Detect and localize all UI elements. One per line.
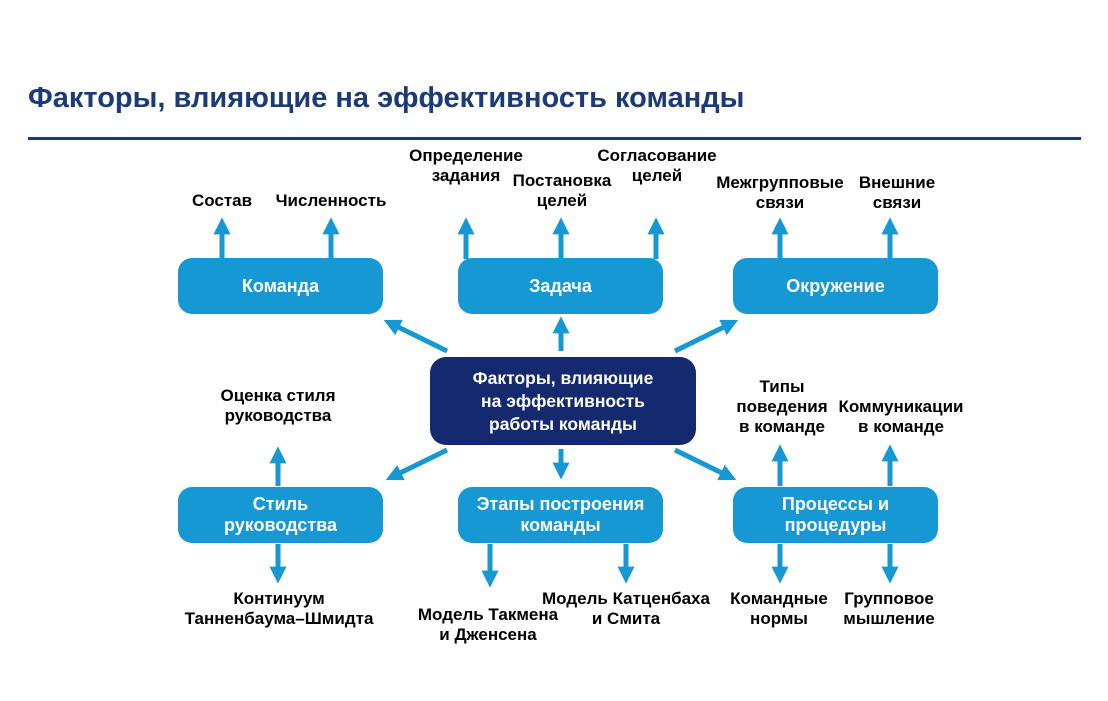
node-team-label: Команда xyxy=(241,275,320,296)
node-task-label: Задача xyxy=(529,275,592,296)
node-environment-label: Окружение xyxy=(786,275,885,296)
node-team-building-stages-label: Этапы построения команды xyxy=(476,494,645,535)
label-kommunikacii: Коммуникации в команде xyxy=(838,397,964,436)
node-team: Команда xyxy=(178,258,383,314)
node-team-building-stages: Этапы построения команды xyxy=(458,487,663,543)
node-central-factors-label: Факторы, влияющие на эффективность работ… xyxy=(472,367,654,434)
label-ocenka-stilya: Оценка стиля руководства xyxy=(220,386,336,425)
node-processes-label: Процессы и процедуры xyxy=(781,494,890,535)
arrow-center-to-environment xyxy=(673,319,739,354)
node-leadership-style-label: Стиль руководства xyxy=(224,494,337,535)
label-komandnye-normy: Командные нормы xyxy=(730,589,828,628)
node-environment: Окружение xyxy=(733,258,938,314)
node-processes: Процессы и процедуры xyxy=(733,487,938,543)
label-gruppovoe-myshlenie: Групповое мышление xyxy=(843,589,935,628)
arrow-center-to-processes xyxy=(673,447,737,481)
label-mezhgruppovye-svyazi: Межгрупповые связи xyxy=(716,173,844,212)
label-model-katzenbacha: Модель Катценбаха и Смита xyxy=(542,589,710,628)
label-sostav: Состав xyxy=(191,191,253,210)
label-tipy-povedeniya: Типы поведения в команде xyxy=(736,377,828,436)
label-postanovka-celey: Постановка целей xyxy=(512,171,612,210)
label-soglasovanie-celey: Согласование целей xyxy=(597,146,717,185)
node-central-factors: Факторы, влияющие на эффективность работ… xyxy=(430,357,696,445)
label-model-takmena: Модель Такмена и Дженсена xyxy=(417,605,559,644)
node-leadership-style: Стиль руководства xyxy=(178,487,383,543)
label-kontinuum: Континуум Танненбаума–Шмидта xyxy=(184,589,374,628)
arrow-center-to-leadership xyxy=(385,447,449,481)
node-task: Задача xyxy=(458,258,663,314)
label-opredelenie-zadaniya: Определение задания xyxy=(409,146,523,185)
label-vneshnie-svyazi: Внешние связи xyxy=(858,173,936,212)
arrow-center-to-team xyxy=(383,319,449,354)
title-underline xyxy=(28,137,1081,140)
page-title: Факторы, влияющие на эффективность коман… xyxy=(28,82,745,114)
label-chislennost: Численность xyxy=(275,191,387,210)
